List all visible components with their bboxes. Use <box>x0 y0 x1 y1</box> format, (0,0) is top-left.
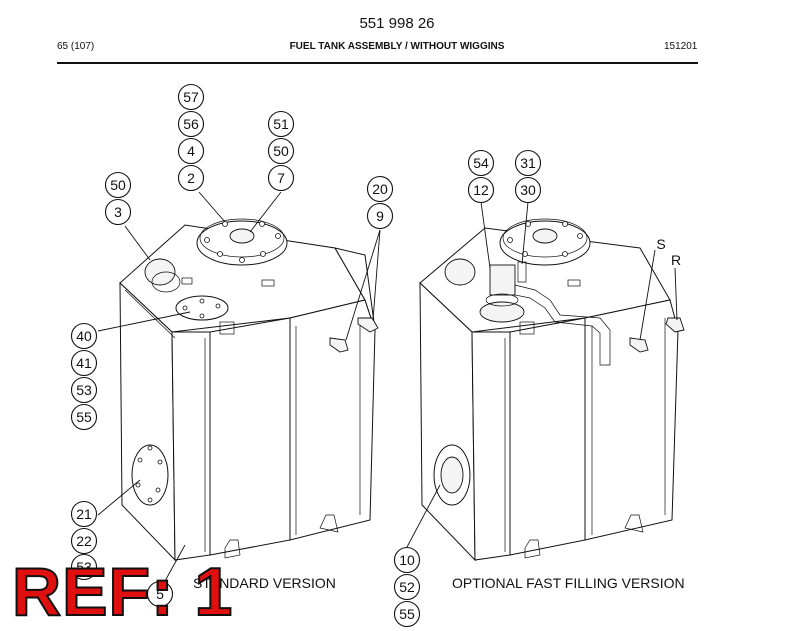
svg-text:22: 22 <box>76 533 92 549</box>
callout-5: 5 <box>146 580 174 608</box>
callout-2: 2 <box>177 164 205 192</box>
svg-text:52: 52 <box>399 579 415 595</box>
svg-text:51: 51 <box>273 116 289 132</box>
svg-text:53: 53 <box>76 382 92 398</box>
label-s: S <box>656 236 665 252</box>
svg-text:20: 20 <box>372 181 388 197</box>
callout-51: 51 <box>267 110 295 138</box>
callout-55-upper: 55 <box>70 403 98 431</box>
svg-text:4: 4 <box>187 143 195 159</box>
standard-version-caption: STANDARD VERSION <box>193 575 336 591</box>
svg-text:50: 50 <box>110 177 126 193</box>
svg-text:21: 21 <box>76 506 92 522</box>
callout-55-lower: 55 <box>393 600 421 628</box>
callout-53-lower: 53 <box>70 553 98 581</box>
svg-text:54: 54 <box>473 155 489 171</box>
callout-12: 12 <box>467 176 495 204</box>
sheet-title: FUEL TANK ASSEMBLY / WITHOUT WIGGINS <box>289 41 505 52</box>
document-number: 551 998 26 <box>359 15 435 32</box>
callout-53-upper: 53 <box>70 376 98 404</box>
callouts-standard: 57 56 4 2 51 50 7 50 3 20 9 40 41 53 55 … <box>70 83 394 608</box>
svg-text:3: 3 <box>114 204 122 220</box>
svg-text:31: 31 <box>520 155 536 171</box>
standard-tank-drawing <box>119 218 379 562</box>
callout-9: 9 <box>366 202 394 230</box>
callouts-optional: 54 12 31 30 10 52 55 <box>393 149 542 628</box>
svg-text:40: 40 <box>76 328 92 344</box>
svg-text:2: 2 <box>187 170 195 186</box>
svg-text:9: 9 <box>376 208 384 224</box>
ref-stamp: REF: 1 <box>11 554 234 630</box>
optional-tank-drawing <box>419 218 685 562</box>
page-reference: 65 (107) <box>57 41 95 52</box>
callout-41: 41 <box>70 349 98 377</box>
optional-version-caption: OPTIONAL FAST FILLING VERSION <box>452 575 685 591</box>
callout-31: 31 <box>514 149 542 177</box>
callout-20: 20 <box>366 175 394 203</box>
header-divider <box>57 62 698 64</box>
svg-text:57: 57 <box>183 89 199 105</box>
svg-text:12: 12 <box>473 182 489 198</box>
leader-lines <box>97 191 678 591</box>
svg-text:53: 53 <box>76 559 92 575</box>
svg-text:56: 56 <box>183 116 199 132</box>
callout-22: 22 <box>70 527 98 555</box>
svg-text:30: 30 <box>520 182 536 198</box>
callout-21: 21 <box>70 500 98 528</box>
callout-40: 40 <box>70 322 98 350</box>
callout-54: 54 <box>467 149 495 177</box>
callout-57: 57 <box>177 83 205 111</box>
svg-text:50: 50 <box>273 143 289 159</box>
svg-text:41: 41 <box>76 355 92 371</box>
callout-10: 10 <box>393 546 421 574</box>
callout-7: 7 <box>267 164 295 192</box>
svg-text:7: 7 <box>277 170 285 186</box>
callout-56: 56 <box>177 110 205 138</box>
label-r: R <box>671 252 681 268</box>
svg-text:55: 55 <box>76 409 92 425</box>
callout-30: 30 <box>514 176 542 204</box>
svg-text:10: 10 <box>399 552 415 568</box>
callout-4: 4 <box>177 137 205 165</box>
svg-text:55: 55 <box>399 606 415 622</box>
callout-52: 52 <box>393 573 421 601</box>
callout-50-left: 50 <box>104 171 132 199</box>
date-code: 151201 <box>664 41 698 52</box>
svg-text:5: 5 <box>156 586 164 602</box>
callout-3: 3 <box>104 198 132 226</box>
callout-50-top: 50 <box>267 137 295 165</box>
